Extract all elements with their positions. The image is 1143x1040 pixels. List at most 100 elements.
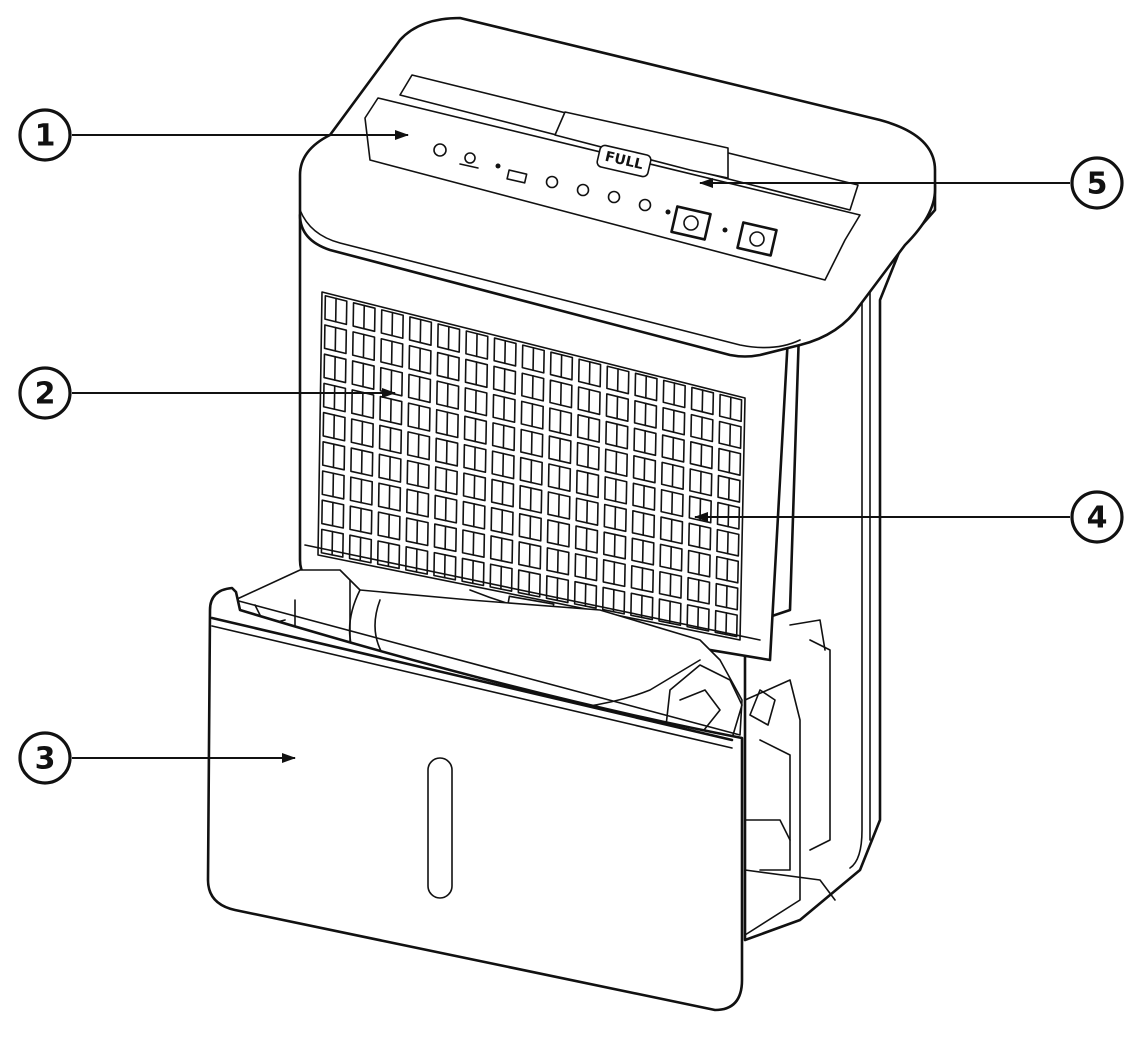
button-mark — [459, 163, 479, 169]
control-buttons — [433, 143, 778, 257]
callout-4: 4 — [1070, 490, 1124, 544]
button-led — [576, 183, 590, 197]
callout-3: 3 — [18, 731, 72, 785]
grille-slat — [350, 418, 374, 448]
grille-slat — [602, 559, 626, 588]
grille-slat — [462, 472, 487, 502]
grille-slat — [377, 482, 402, 512]
grille-slat — [574, 553, 598, 582]
grille-slat — [377, 511, 401, 541]
grille-slat — [351, 331, 376, 362]
grille-slat — [630, 592, 654, 621]
grille-slat — [576, 441, 600, 471]
grille-slat — [577, 358, 602, 388]
control-panel: FULL — [298, 16, 937, 358]
grille-slat — [548, 407, 573, 437]
grille-slat — [517, 569, 541, 598]
interior-cavity — [744, 619, 836, 936]
grille-slat — [633, 400, 658, 429]
grille-slat — [433, 523, 458, 553]
grille-slat — [492, 365, 517, 395]
grille-slat — [323, 353, 347, 384]
grille-slat — [379, 395, 403, 426]
grille-slat — [575, 497, 599, 526]
water-tank[interactable] — [206, 569, 744, 1012]
grille-slat — [634, 372, 658, 402]
grille-slat — [320, 528, 344, 558]
grille-slat — [686, 576, 711, 605]
grille-slat — [376, 540, 401, 570]
grille-slat — [660, 461, 685, 490]
grille-slat — [576, 414, 601, 443]
grille-slat — [463, 443, 487, 474]
button-led — [607, 190, 621, 204]
grille-slat — [407, 402, 431, 432]
grille-slat — [716, 528, 740, 557]
grille-slat — [631, 537, 655, 566]
grille-slat — [406, 431, 431, 461]
callout-3-label: 3 — [35, 742, 56, 777]
grille-slat — [632, 455, 657, 484]
grille-slat — [717, 447, 742, 476]
indicator-dot — [722, 227, 728, 233]
grille-slat — [378, 424, 403, 455]
grille-slat — [573, 580, 598, 610]
grille-slat — [661, 406, 686, 436]
grille-slat — [715, 582, 739, 611]
grille-slat — [463, 415, 488, 445]
callout-1-label: 1 — [35, 119, 56, 154]
grille-slat — [434, 494, 458, 524]
grille-slat — [465, 330, 489, 360]
grille-slat — [323, 324, 348, 355]
button-led — [464, 152, 476, 164]
grille-slat — [519, 456, 543, 486]
grille-slat — [687, 549, 711, 578]
indicator-dot — [495, 163, 501, 169]
grille-slat — [352, 302, 376, 333]
callout-2: 2 — [18, 366, 72, 420]
grille-slat — [407, 373, 432, 404]
grille-slat — [575, 469, 600, 499]
leader-lines — [72, 130, 1070, 763]
callout-5-label: 5 — [1087, 167, 1108, 202]
grille-slat — [434, 466, 458, 496]
grille-slat — [632, 482, 656, 511]
grille-slat — [605, 393, 630, 422]
grille-slat — [688, 495, 712, 524]
grille-slat — [519, 484, 543, 514]
grille-slat — [547, 491, 571, 520]
grille-slat — [549, 379, 573, 409]
grille-slat — [379, 366, 404, 397]
grille-slat — [462, 500, 486, 530]
grille-slat — [718, 393, 743, 423]
display-segment — [506, 169, 528, 184]
grille-slat — [351, 360, 375, 390]
grille-slat — [461, 529, 486, 558]
grille-slat — [633, 427, 657, 457]
grille-slat — [690, 413, 714, 443]
grille-slat — [378, 453, 402, 483]
grille-slat — [520, 400, 544, 430]
air-grille — [317, 291, 746, 641]
grille-slat — [408, 316, 433, 346]
grille-slat — [659, 516, 684, 545]
mode-button[interactable] — [736, 221, 778, 257]
grille-slat — [521, 372, 545, 402]
power-button[interactable] — [670, 205, 712, 241]
grille-slat — [662, 379, 686, 409]
grille-slat — [548, 435, 572, 465]
grille-slat — [547, 463, 572, 492]
grille-slat — [715, 555, 740, 584]
grille-slat — [461, 557, 485, 587]
grille-slat — [518, 513, 542, 542]
button-led — [433, 143, 447, 157]
grille-slat — [631, 509, 656, 539]
grille-slat — [601, 586, 626, 615]
grille-slat — [321, 470, 345, 500]
button-led — [638, 198, 652, 212]
grille-slat — [549, 351, 574, 381]
callout-2-label: 2 — [35, 377, 56, 412]
grille-slat — [406, 459, 430, 490]
grille-slat — [349, 476, 374, 506]
